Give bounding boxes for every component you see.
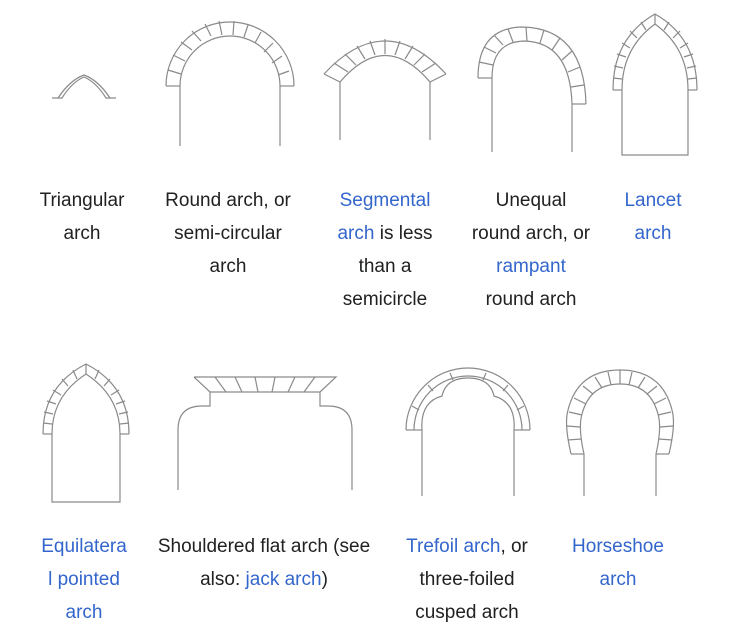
caption-trefoil-arch: Trefoil arch, or three-foiled cusped arc… [397, 530, 537, 629]
lancet-arch-figure [612, 13, 698, 156]
caption-line: cusped arch [415, 602, 519, 623]
horseshoe-arch-link[interactable]: arch [599, 569, 637, 590]
trefoil-arch-figure [405, 367, 531, 496]
caption-line: semi-circular [174, 223, 282, 244]
equilateral-pointed-arch-link[interactable]: l pointed [48, 569, 120, 590]
caption-text: is less [374, 223, 433, 244]
caption-round-arch: Round arch, or semi-circular arch [148, 184, 308, 283]
jack-arch-link[interactable]: jack arch [245, 569, 322, 590]
segmental-arch-figure [323, 39, 447, 140]
caption-line: three-foiled [419, 569, 515, 590]
segmental-arch-link[interactable]: Segmental [339, 190, 431, 211]
horseshoe-arch-figure [565, 369, 675, 496]
round-arch-figure [165, 20, 295, 146]
caption-lancet-arch: Lancet arch [608, 184, 698, 250]
trefoil-arch-link[interactable]: Trefoil arch [406, 536, 501, 557]
caption-text: ) [321, 569, 328, 590]
caption-line: Triangular [39, 190, 125, 211]
caption-line: Unequal [495, 190, 567, 211]
lancet-arch-link[interactable]: arch [634, 223, 672, 244]
caption-line: Shouldered flat arch (see [157, 536, 371, 557]
caption-segmental-arch: Segmental arch is less than a semicircle [320, 184, 450, 316]
equilateral-pointed-arch-link[interactable]: arch [65, 602, 103, 623]
caption-line: arch [209, 256, 247, 277]
segmental-arch-link[interactable]: arch [337, 223, 375, 244]
equilateral-pointed-arch-link[interactable]: Equilatera [41, 536, 127, 557]
lancet-arch-link[interactable]: Lancet [624, 190, 682, 211]
rampant-link[interactable]: rampant [496, 256, 566, 277]
caption-equilateral-arch: Equilatera l pointed arch [24, 530, 144, 629]
caption-text: also: [200, 569, 246, 590]
rampant-arch-figure [477, 26, 587, 152]
caption-horseshoe-arch: Horseshoe arch [563, 530, 673, 596]
horseshoe-arch-link[interactable]: Horseshoe [572, 536, 664, 557]
caption-shouldered-flat-arch: Shouldered flat arch (see also: jack arc… [148, 530, 380, 596]
caption-line: Round arch, or [165, 190, 291, 211]
shouldered-flat-arch-figure [177, 376, 353, 490]
caption-line: than a [358, 256, 412, 277]
caption-line: arch [63, 223, 101, 244]
caption-line: semicircle [342, 289, 428, 310]
triangular-arch-figure [52, 74, 116, 99]
caption-text: , or [500, 536, 528, 557]
caption-rampant-arch: Unequal round arch, or rampant round arc… [461, 184, 601, 316]
caption-triangular-arch: Triangular arch [22, 184, 142, 250]
equilateral-pointed-arch-figure [42, 363, 130, 503]
caption-line: round arch, or [471, 223, 591, 244]
caption-line: round arch [485, 289, 577, 310]
